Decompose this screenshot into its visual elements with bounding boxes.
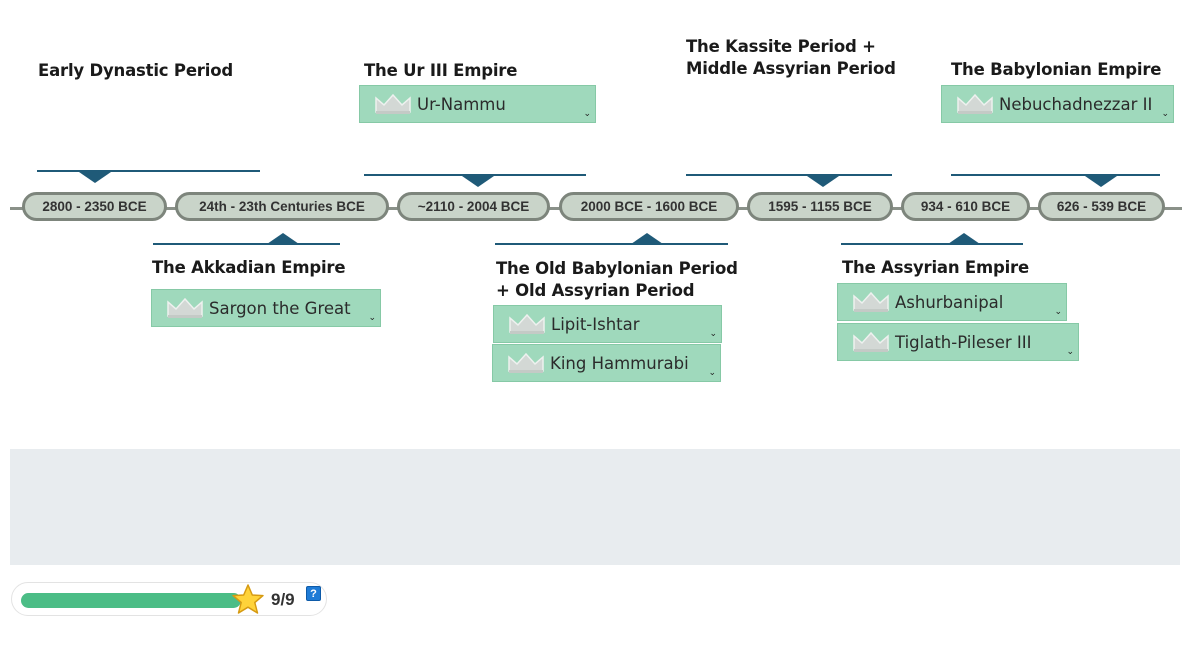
- period-title-early-dynastic: Early Dynastic Period: [38, 61, 233, 80]
- answer-card-tiglath-pileser[interactable]: Tiglath-Pileser III ⌄: [837, 323, 1079, 361]
- answer-drop-zone[interactable]: [10, 449, 1180, 565]
- date-pill-2[interactable]: 24th - 23th Centuries BCE: [175, 192, 389, 221]
- connector-line-assyrian: [841, 243, 1023, 245]
- period-title-old-babylonian-line2: + Old Assyrian Period: [496, 281, 695, 300]
- answer-card-label: King Hammurabi: [550, 353, 689, 373]
- period-title-ur3: The Ur III Empire: [364, 61, 518, 80]
- connector-line-ur3: [364, 174, 586, 176]
- answer-card-label: Tiglath-Pileser III: [895, 332, 1032, 352]
- chevron-down-icon: ⌄: [709, 329, 717, 339]
- connector-pointer-kassite: [807, 176, 839, 187]
- chevron-down-icon: ⌄: [1066, 347, 1074, 357]
- date-pill-6[interactable]: 934 - 610 BCE: [901, 192, 1030, 221]
- answer-card-ur-nammu[interactable]: Ur-Nammu ⌄: [359, 85, 596, 123]
- date-pill-5[interactable]: 1595 - 1155 BCE: [747, 192, 893, 221]
- connector-pointer-old-babylonian: [631, 233, 663, 244]
- progress-track: [21, 593, 241, 608]
- connector-line-akkadian: [153, 243, 340, 245]
- progress-indicator: 9/9 ?: [11, 582, 327, 616]
- period-title-kassite-line2: Middle Assyrian Period: [686, 59, 896, 78]
- crown-icon: [509, 313, 545, 334]
- period-title-babylonian: The Babylonian Empire: [951, 60, 1162, 79]
- answer-card-ashurbanipal[interactable]: Ashurbanipal ⌄: [837, 283, 1067, 321]
- answer-card-hammurabi[interactable]: King Hammurabi ⌄: [492, 344, 721, 382]
- period-title-akkadian: The Akkadian Empire: [152, 258, 346, 277]
- chevron-down-icon: ⌄: [368, 313, 376, 323]
- period-title-assyrian: The Assyrian Empire: [842, 258, 1029, 277]
- connector-line-babylonian: [951, 174, 1160, 176]
- answer-card-label: Ur-Nammu: [417, 94, 506, 114]
- star-icon: [232, 584, 264, 614]
- connector-pointer-early-dynastic: [79, 172, 111, 183]
- crown-icon: [853, 331, 889, 352]
- crown-icon: [375, 93, 411, 114]
- answer-card-label: Lipit-Ishtar: [551, 314, 640, 334]
- answer-card-label: Ashurbanipal: [895, 292, 1004, 312]
- chevron-down-icon: ⌄: [708, 368, 716, 378]
- connector-line-kassite: [686, 174, 892, 176]
- date-pill-4[interactable]: 2000 BCE - 1600 BCE: [559, 192, 739, 221]
- date-pill-1[interactable]: 2800 - 2350 BCE: [22, 192, 167, 221]
- crown-icon: [957, 93, 993, 114]
- connector-pointer-ur3: [462, 176, 494, 187]
- connector-line-early-dynastic: [37, 170, 260, 172]
- period-title-old-babylonian: The Old Babylonian Period + Old Assyrian…: [496, 258, 738, 302]
- chevron-down-icon: ⌄: [1161, 109, 1169, 119]
- help-icon[interactable]: ?: [306, 586, 321, 601]
- crown-icon: [508, 352, 544, 373]
- date-pill-3[interactable]: ~2110 - 2004 BCE: [397, 192, 550, 221]
- crown-icon: [167, 297, 203, 318]
- period-title-kassite-line1: The Kassite Period +: [686, 37, 876, 56]
- answer-card-lipit-ishtar[interactable]: Lipit-Ishtar ⌄: [493, 305, 722, 343]
- connector-pointer-assyrian: [948, 233, 980, 244]
- answer-card-label: Nebuchadnezzar II: [999, 94, 1153, 114]
- score-text: 9/9: [271, 590, 295, 609]
- answer-card-label: Sargon the Great: [209, 298, 351, 318]
- progress-fill: [21, 593, 241, 608]
- period-title-old-babylonian-line1: The Old Babylonian Period: [496, 259, 738, 278]
- chevron-down-icon: ⌄: [583, 109, 591, 119]
- answer-card-sargon[interactable]: Sargon the Great ⌄: [151, 289, 381, 327]
- connector-pointer-babylonian: [1085, 176, 1117, 187]
- crown-icon: [853, 291, 889, 312]
- period-title-kassite: The Kassite Period + Middle Assyrian Per…: [686, 36, 896, 80]
- date-pill-7[interactable]: 626 - 539 BCE: [1038, 192, 1165, 221]
- chevron-down-icon: ⌄: [1054, 307, 1062, 317]
- connector-line-old-babylonian: [495, 243, 728, 245]
- answer-card-nebuchadnezzar[interactable]: Nebuchadnezzar II ⌄: [941, 85, 1174, 123]
- connector-pointer-akkadian: [267, 233, 299, 244]
